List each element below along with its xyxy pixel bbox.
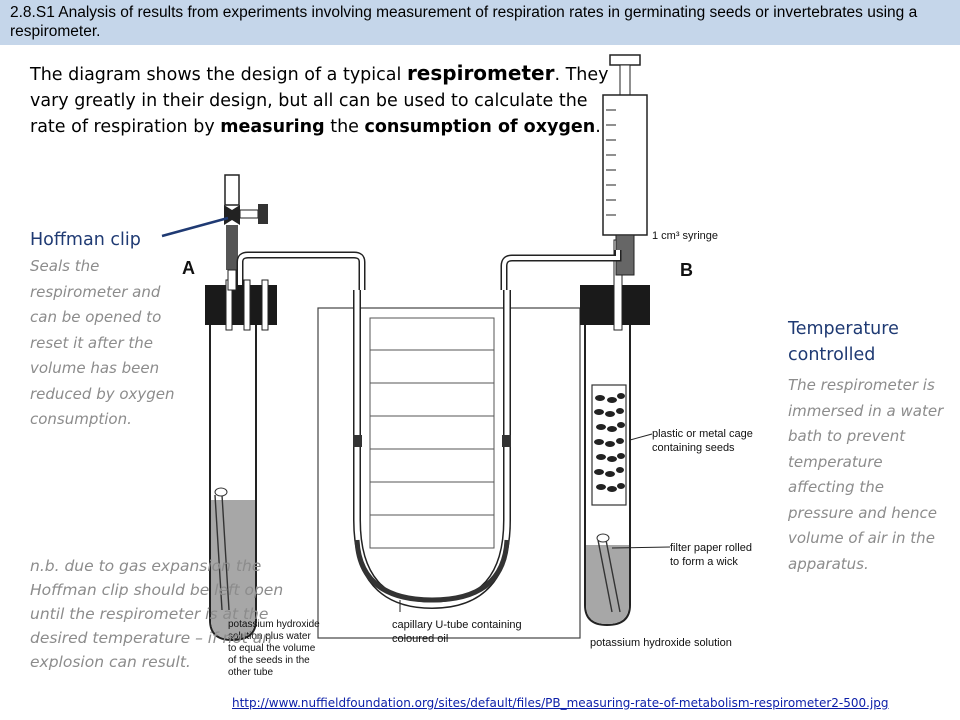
label-tube-a-1: potassium hydroxide: [228, 619, 320, 630]
intro-text-3: the: [324, 117, 365, 137]
hoffman-desc: Seals the respirometer and can be opened…: [30, 257, 175, 428]
intro-text-2: . They vary greatly in their design, but…: [30, 65, 609, 137]
label-syringe: 1 cm³ syringe: [652, 230, 718, 242]
header-bar: 2.8.S1 Analysis of results from experime…: [0, 0, 960, 45]
tube-a: [205, 279, 277, 642]
label-utube-2: coloured oil: [392, 633, 448, 645]
label-b: B: [680, 260, 693, 280]
source-link[interactable]: http://www.nuffieldfoundation.org/sites/…: [232, 696, 889, 710]
label-utube-1: capillary U-tube containing: [392, 619, 522, 631]
expansion-note: n.b. due to gas expansion the Hoffman cl…: [30, 557, 284, 671]
intro-consumption: consumption of oxygen: [364, 117, 596, 137]
label-tube-a-3: to equal the volume: [228, 643, 316, 654]
intro-text-1: The diagram shows the design of a typica…: [30, 65, 407, 85]
label-tube-a-4: of the seeds in the: [228, 655, 310, 666]
label-tube-a-5: other tube: [228, 667, 273, 678]
intro-paragraph: The diagram shows the design of a typica…: [30, 60, 615, 140]
intro-measuring: measuring: [220, 117, 325, 137]
hoffman-title: Hoffman clip: [30, 230, 141, 250]
tube-a-wick: [214, 494, 230, 611]
label-koh: potassium hydroxide solution: [590, 637, 732, 649]
syringe-drawing: [602, 54, 648, 276]
header-title: 2.8.S1 Analysis of results from experime…: [10, 4, 918, 40]
tube-b-wick: [597, 539, 621, 613]
label-filter-1: filter paper rolled: [670, 542, 752, 554]
hoffman-pointer: [161, 216, 229, 238]
temperature-title: Temperature controlled: [788, 319, 899, 365]
water-bath: [317, 307, 581, 639]
capillary-u-tube: [353, 290, 511, 610]
label-tube-a-2: solution plus water: [228, 631, 311, 642]
hoffman-clip-drawing: [224, 174, 268, 291]
label-cage-2: containing seeds: [652, 442, 735, 454]
label-filter-2: to form a wick: [670, 556, 738, 568]
intro-respirometer: respirometer: [406, 61, 555, 85]
tube-b: [580, 239, 650, 627]
label-cage-1: plastic or metal cage: [652, 428, 753, 440]
temperature-desc: The respirometer is immersed in a water …: [788, 376, 944, 573]
label-a: A: [182, 258, 195, 278]
intro-text-4: .: [595, 117, 601, 137]
